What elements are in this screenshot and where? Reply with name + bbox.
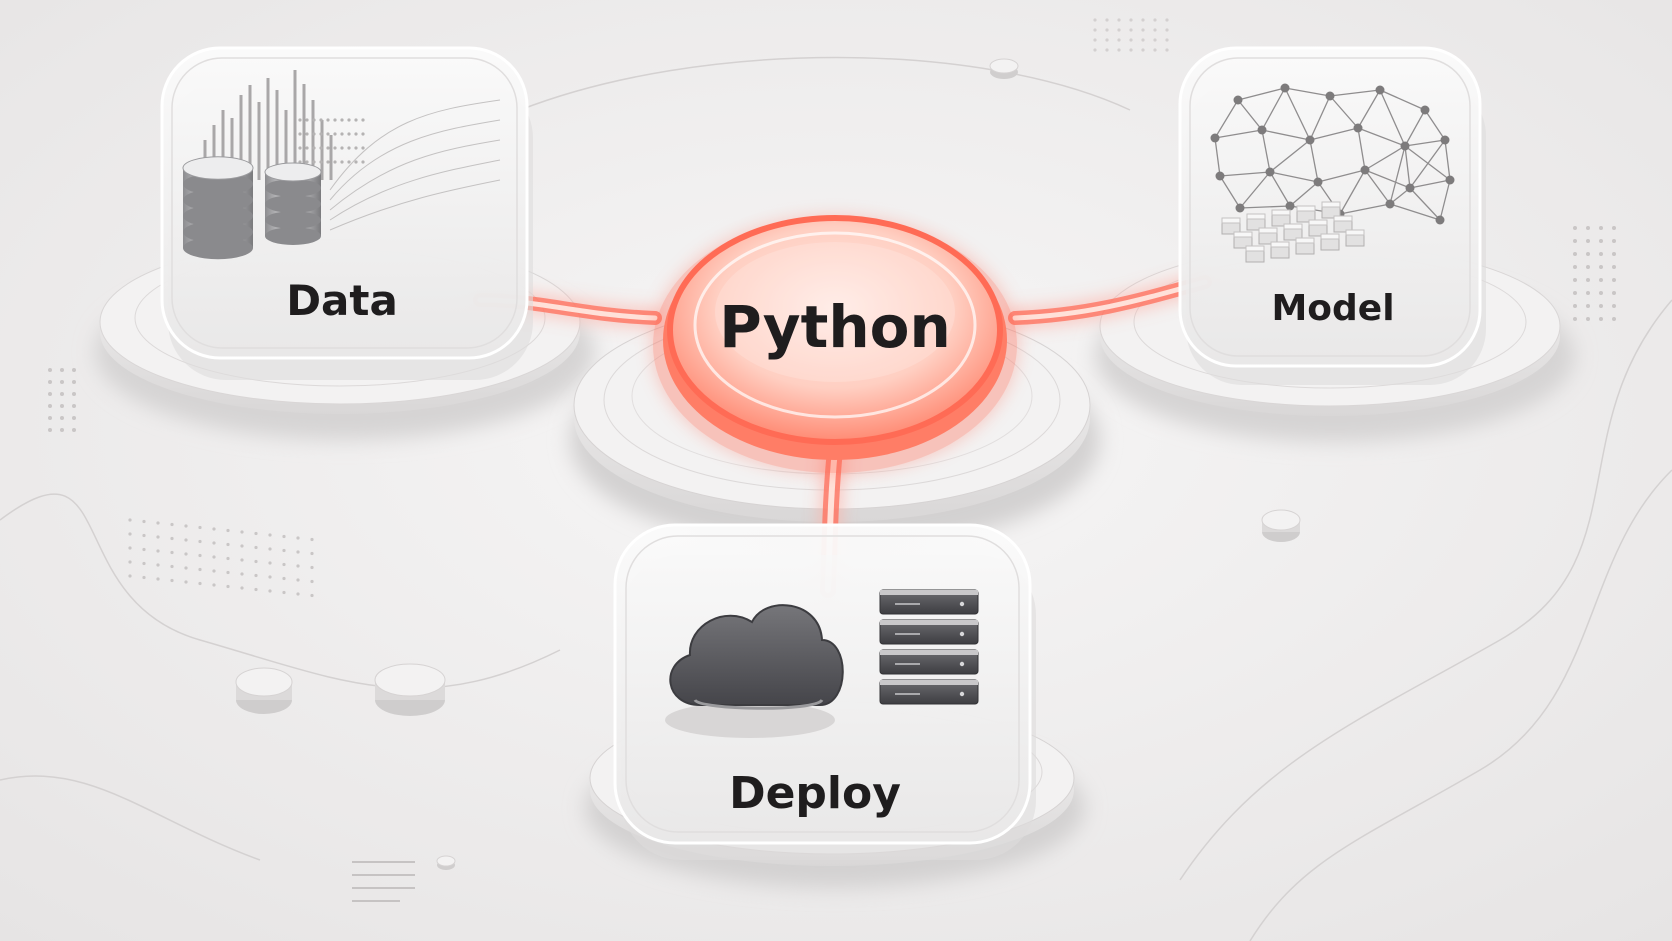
data-node[interactable]: Data (162, 48, 533, 380)
data-node-label: Data (286, 276, 398, 325)
deploy-node[interactable]: Deploy (615, 525, 1036, 860)
model-node-label: Model (1271, 288, 1394, 329)
model-node[interactable]: Model (1180, 48, 1486, 385)
deploy-node-label: Deploy (729, 768, 901, 819)
python-hub-label: Python (719, 293, 951, 361)
python-hub[interactable]: Python (653, 217, 1017, 473)
